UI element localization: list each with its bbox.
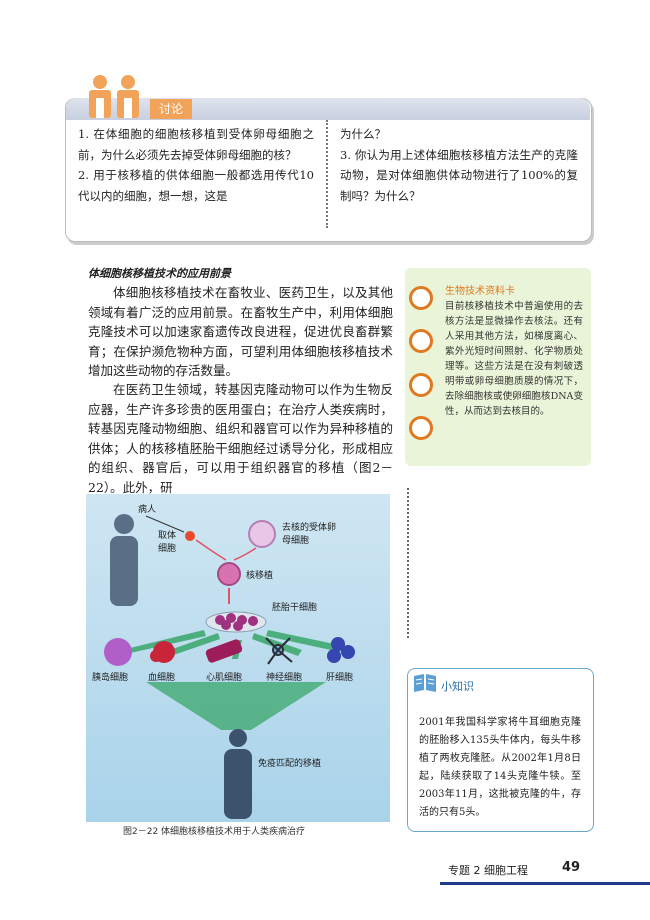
- label-recipient: 去核的受体卵母细胞: [282, 523, 337, 546]
- margin-dotted-line: [407, 488, 409, 638]
- islet-cell-art: [104, 638, 132, 666]
- patient-silhouette: [110, 514, 138, 606]
- label-nuclear-transfer: 核移植: [246, 571, 274, 581]
- label-liver: 肝细胞: [326, 673, 354, 683]
- label-transplant: 免疫匹配的移植: [258, 759, 322, 769]
- discussion-box: [65, 98, 592, 242]
- info-card: [405, 268, 591, 466]
- paragraph-1-text: 体细胞核移植技术在畜牧业、医药卫生，以及其他领域有着广泛的应用前景。在畜牧生产中…: [88, 285, 393, 378]
- discussion-tag: 讨论: [150, 99, 192, 119]
- label-nerve: 神经细胞: [266, 673, 303, 683]
- egg-cell: [248, 520, 276, 548]
- book-icon: [414, 674, 436, 692]
- down-arrow: [146, 682, 326, 730]
- label-islet: 胰岛细胞: [92, 673, 129, 683]
- label-blood: 血细胞: [148, 673, 176, 683]
- discussion-people-icon: [89, 75, 139, 118]
- info-card-title: 生物技术资料卡: [445, 286, 515, 297]
- label-embryonic-stem: 胚胎干细胞: [272, 603, 318, 613]
- liver-cell-art: [327, 637, 355, 663]
- info-card-text: 目前核移植技术中普遍使用的去核方法是显微操作去核法。还有人采用其他方法，如梯度离…: [445, 301, 583, 417]
- body-cell: [185, 531, 195, 541]
- ring-icon: [409, 373, 433, 397]
- footer-chapter: 专题 2 细胞工程: [448, 864, 528, 877]
- nerve-cell-art: [265, 637, 293, 665]
- discussion-divider: [326, 120, 328, 228]
- footer-rule: [440, 882, 650, 885]
- knowledge-title: 小知识: [441, 680, 474, 693]
- label-take-cells: 取体细胞: [158, 531, 177, 554]
- discussion-right-text: 为什么？ 3. 你认为用上述体细胞核移植方法生产的克隆动物，是对体细胞供体动物进…: [340, 127, 578, 203]
- ring-icon: [409, 329, 433, 353]
- paragraph-1: 体细胞核移植技术在畜牧业、医药卫生，以及其他领域有着广泛的应用前景。在畜牧生产中…: [88, 283, 393, 381]
- ring-icon: [409, 416, 433, 440]
- ring-icon: [409, 286, 433, 310]
- figure-panel: 病人 取体细胞 去核的受体卵母细胞 核移植 胚胎干细胞 胰岛细胞 血细胞 心肌细…: [86, 494, 390, 822]
- knowledge-text: 2001年我国科学家将牛耳细胞克隆的胚胎移入135头牛体内，每头牛移植了两枚克隆…: [419, 717, 581, 818]
- discussion-left-text: 1. 在体细胞的细胞核移植到受体卵母细胞之前，为什么必须先去掉受体卵母细胞的核？…: [78, 127, 314, 203]
- page-number: 49: [562, 860, 581, 875]
- heart-cell-art: [205, 639, 243, 663]
- figure-diagram: [104, 514, 355, 819]
- knowledge-box: [407, 668, 594, 832]
- patient-bottom-silhouette: [224, 729, 252, 819]
- label-patient: 病人: [138, 505, 157, 515]
- section-title: 体细胞核移植技术的应用前景: [88, 267, 231, 280]
- paragraph-2: 在医药卫生领域，转基因克隆动物可以作为生物反应器，生产许多珍贵的医用蛋白；在治疗…: [88, 380, 393, 497]
- label-heart: 心肌细胞: [206, 673, 243, 683]
- discussion-header: [66, 98, 590, 120]
- figure-caption: 图2－22 体细胞核移植技术用于人类疾病治疗: [123, 827, 306, 837]
- paragraph-2-text: 在医药卫生领域，转基因克隆动物可以作为生物反应器，生产许多珍贵的医用蛋白；在治疗…: [88, 382, 393, 495]
